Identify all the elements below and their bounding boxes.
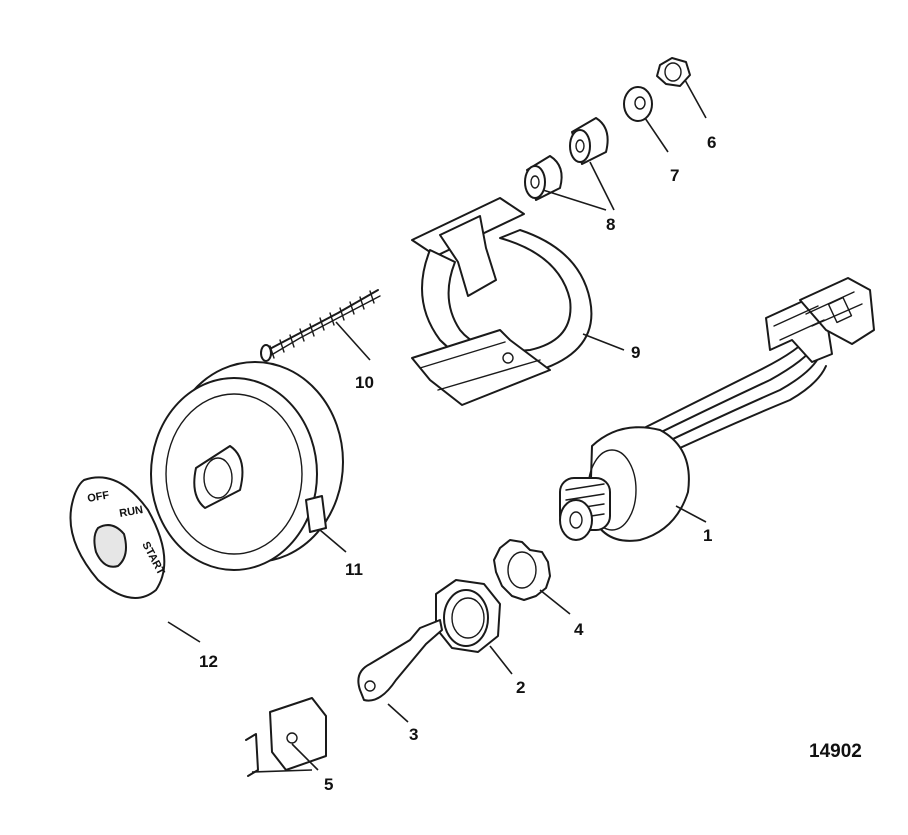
part-spring	[260, 289, 381, 362]
callout-5: 5	[324, 775, 333, 794]
callout-1: 1	[703, 526, 712, 545]
part-switch-housing	[150, 361, 344, 571]
figure-reference-number: 14902	[809, 741, 862, 762]
callout-4: 4	[574, 620, 584, 639]
callout-11: 11	[345, 560, 363, 579]
callout-6: 6	[707, 133, 716, 152]
callout-8: 8	[606, 215, 615, 234]
part-large-hex-nut	[435, 579, 501, 653]
callout-3: 3	[409, 725, 418, 744]
callout-12: 12	[199, 652, 218, 671]
part-dial-plate: OFF RUN START	[69, 476, 167, 599]
callout-2: 2	[516, 678, 525, 697]
callout-7: 7	[670, 166, 679, 185]
callout-leaders	[167, 79, 707, 773]
part-spacers	[524, 117, 609, 201]
dial-label-off: OFF	[86, 489, 110, 505]
part-washer	[623, 86, 653, 122]
part-mounting-bracket	[411, 197, 593, 406]
part-ignition-switch	[559, 277, 875, 542]
callout-numbers: 1 2 3 4 5 6 7 8 9 10 11 12	[199, 133, 716, 794]
callout-10: 10	[355, 373, 374, 392]
dial-label-run: RUN	[118, 504, 144, 520]
callout-9: 9	[631, 343, 640, 362]
part-star-washer	[493, 539, 551, 601]
part-hex-nut	[656, 57, 691, 87]
part-key	[357, 619, 443, 702]
part-clip-plate	[245, 697, 327, 777]
